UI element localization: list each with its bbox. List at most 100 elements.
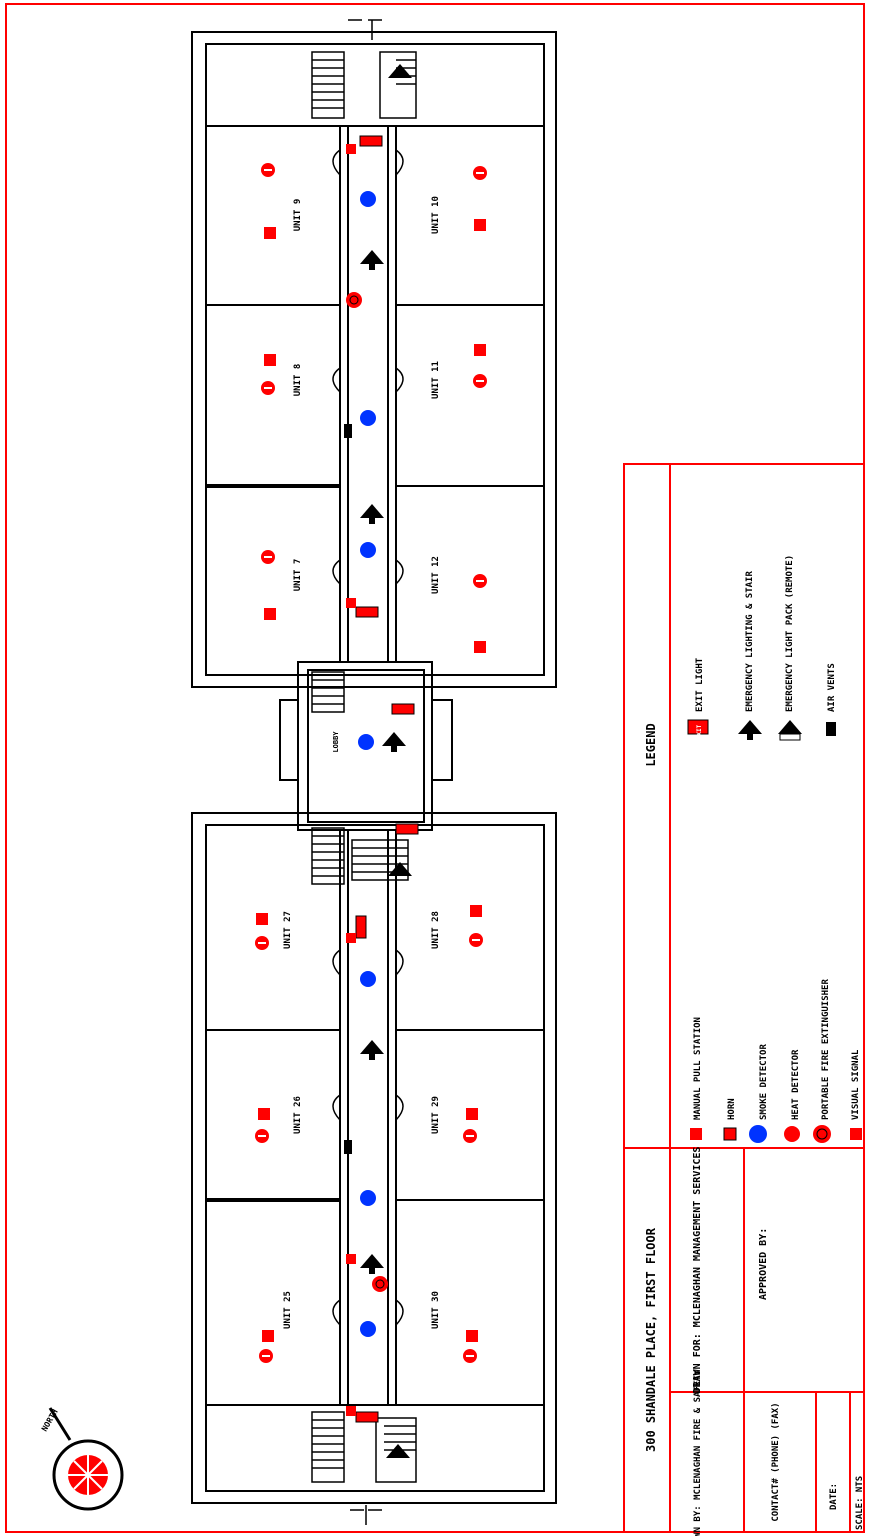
contact: CONTACT# (PHONE) (FAX) [771,1402,781,1521]
heat-detector-icon [261,550,275,564]
heat-detector-icon [473,574,487,588]
air-vent-icon [826,722,836,736]
unit-labels: UNIT 9 UNIT 10 UNIT 8 UNIT 11 UNIT 7 UNI… [283,196,441,1329]
unit-label: UNIT 29 [431,1096,441,1134]
pull-station-icon [690,1128,702,1140]
heat-detector-icon [261,381,275,395]
smoke-detector-icon [360,410,376,426]
extinguishers [346,292,388,1292]
legend-item: EXIT LIGHT [695,657,705,712]
pull-station-icon [346,1254,356,1264]
smoke-detector-icon [360,1321,376,1337]
building-outline [191,31,557,1504]
date-label: DATE: [829,1483,839,1510]
exit-lights [355,135,419,1423]
heat-detector-icon [463,1129,477,1143]
visual-signal-icon [258,1108,270,1120]
pull-station-icon [346,144,356,154]
exit-light-icon [395,823,419,835]
unit-label: UNIT 26 [293,1096,303,1134]
smoke-detector-icon [360,191,376,207]
visual-signal-icon [466,1330,478,1342]
exit-light-icon [359,135,383,147]
legend-item: VISUAL SIGNAL [851,1049,861,1120]
heat-detector-icon [259,1349,273,1363]
visual-signal-icon [474,641,486,653]
legend: MANUAL PULL STATION HORN SMOKE DETECTOR … [687,555,862,1143]
visual-signal-icon [474,344,486,356]
extinguisher-icon [813,1125,831,1143]
unit-label: UNIT 8 [293,364,303,397]
heat-detector-icon [473,166,487,180]
approved-by: APPROVED BY: [758,1228,769,1300]
unit-label: UNIT 27 [283,911,293,949]
exit-light-icon [355,1411,379,1423]
legend-item: EMERGENCY LIGHT PACK (REMOTE) [785,555,795,712]
emergency-light-icon [360,504,384,524]
visual-signal-icon [264,354,276,366]
drawn-for: DRAWN FOR: MCLENAGHAN MANAGEMENT SERVICE… [692,1147,703,1394]
title-block-text: 300 SHANDALE PLACE, FIRST FLOOR LEGEND D… [644,723,865,1536]
legend-item: PORTABLE FIRE EXTINGUISHER [821,979,831,1120]
unit-label: UNIT 30 [431,1291,441,1329]
doors [332,19,404,1525]
emergency-light-icon [360,250,384,270]
drawn-by: DRAWN BY: MCLENAGHAN FIRE & SAFETY [693,1369,703,1536]
legend-title: LEGEND [644,723,658,766]
heat-detector-icon [784,1126,800,1142]
horn-icon [723,1127,737,1141]
legend-item: HORN [727,1098,737,1120]
title-block [623,463,865,1533]
air-vent-icon [344,424,352,438]
legend-item: AIR VENTS [827,663,837,712]
visual-signal-icon [262,1330,274,1342]
exit-light-icon [355,606,379,618]
legend-item: EMERGENCY LIGHTING & STAIR [745,571,755,712]
exit-light-icon [687,719,709,735]
exit-light-icon [391,703,415,715]
pull-station-icon [346,933,356,943]
smoke-detectors [358,191,376,1337]
emergency-light-icon [388,862,412,876]
emergency-lights [360,64,412,1458]
visual-signal-icon [466,1108,478,1120]
unit-label: UNIT 9 [293,199,303,232]
legend-item: MANUAL PULL STATION [693,1017,703,1120]
heat-detector-icon [255,936,269,950]
unit-walls [206,125,544,1406]
legend-item: SMOKE DETECTOR [759,1044,769,1120]
exit-light-icon [355,915,367,939]
visual-signal-icon [256,913,268,925]
unit-label: UNIT 11 [431,361,441,399]
extinguisher-icon [346,292,362,308]
emergency-light-icon [360,1254,384,1274]
emergency-pack-icon [778,720,802,741]
heat-detector-icon [469,933,483,947]
visual-signal-icon [850,1128,862,1140]
heat-detector-icon [261,163,275,177]
unit-label: UNIT 7 [293,559,303,592]
smoke-detector-icon [360,971,376,987]
north-arrow: NORTH [40,1407,124,1511]
emergency-light-icon [386,1444,410,1458]
unit-label: UNIT 12 [431,556,441,594]
emergency-light-icon [388,64,412,78]
pull-stations [346,144,356,1416]
smoke-detector-icon [360,1190,376,1206]
visual-signal-icon [474,219,486,231]
air-vents [344,424,352,1154]
pull-station-icon [346,1406,356,1416]
stairs [311,51,417,1483]
unit-label: UNIT 25 [283,1291,293,1329]
unit-label: UNIT 28 [431,911,441,949]
lobby-label: LOBBY [332,731,340,753]
heat-detectors [255,163,487,1363]
smoke-detector-icon [360,542,376,558]
smoke-detector-icon [749,1125,767,1143]
emergency-light-icon [738,720,762,740]
visual-signals [256,219,486,1342]
extinguisher-icon [372,1276,388,1292]
legend-item: HEAT DETECTOR [791,1049,801,1120]
visual-signal-icon [264,608,276,620]
